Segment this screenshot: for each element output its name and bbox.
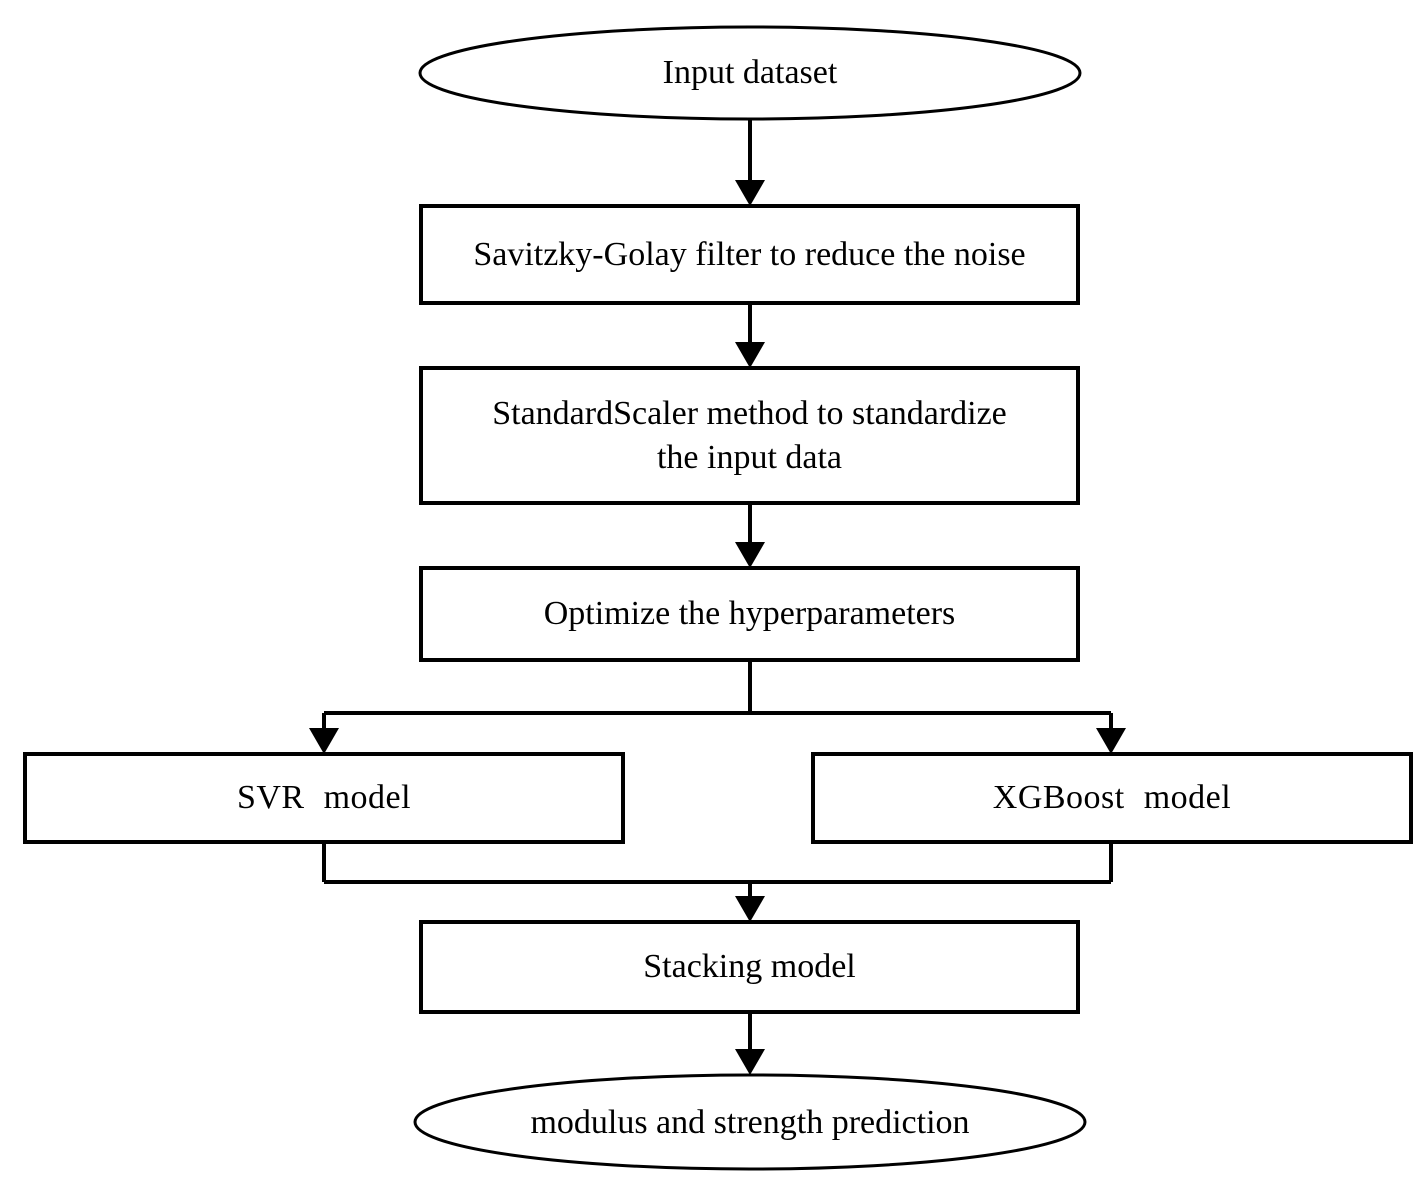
node-shape-xgboost-model[interactable] <box>811 752 1413 844</box>
node-shape-svr-model[interactable] <box>23 752 625 844</box>
arrow-head-icon <box>735 896 765 922</box>
arrow-head-icon <box>735 1049 765 1075</box>
edge-scaler-to-optimize <box>735 503 765 568</box>
arrow-head-icon <box>735 342 765 368</box>
arrow-head-icon <box>735 180 765 206</box>
arrow-head-icon <box>1096 728 1126 754</box>
edge-models-merge <box>322 842 1113 922</box>
node-shape-savitzky-golay[interactable] <box>419 204 1080 305</box>
edge-input-to-filter <box>735 119 765 206</box>
node-shape-optimize-hyperparameters[interactable] <box>419 566 1080 662</box>
node-shape-stacking-model[interactable] <box>419 920 1080 1014</box>
arrow-head-icon <box>735 542 765 568</box>
node-shape-prediction-output[interactable] <box>413 1073 1087 1171</box>
node-shape-standard-scaler[interactable] <box>419 366 1080 505</box>
edge-filter-to-scaler <box>735 303 765 368</box>
edge-optimize-split <box>309 660 1126 754</box>
arrow-head-icon <box>309 728 339 754</box>
node-shape-input-dataset[interactable] <box>418 25 1082 121</box>
edge-stacking-to-prediction <box>735 1012 765 1075</box>
